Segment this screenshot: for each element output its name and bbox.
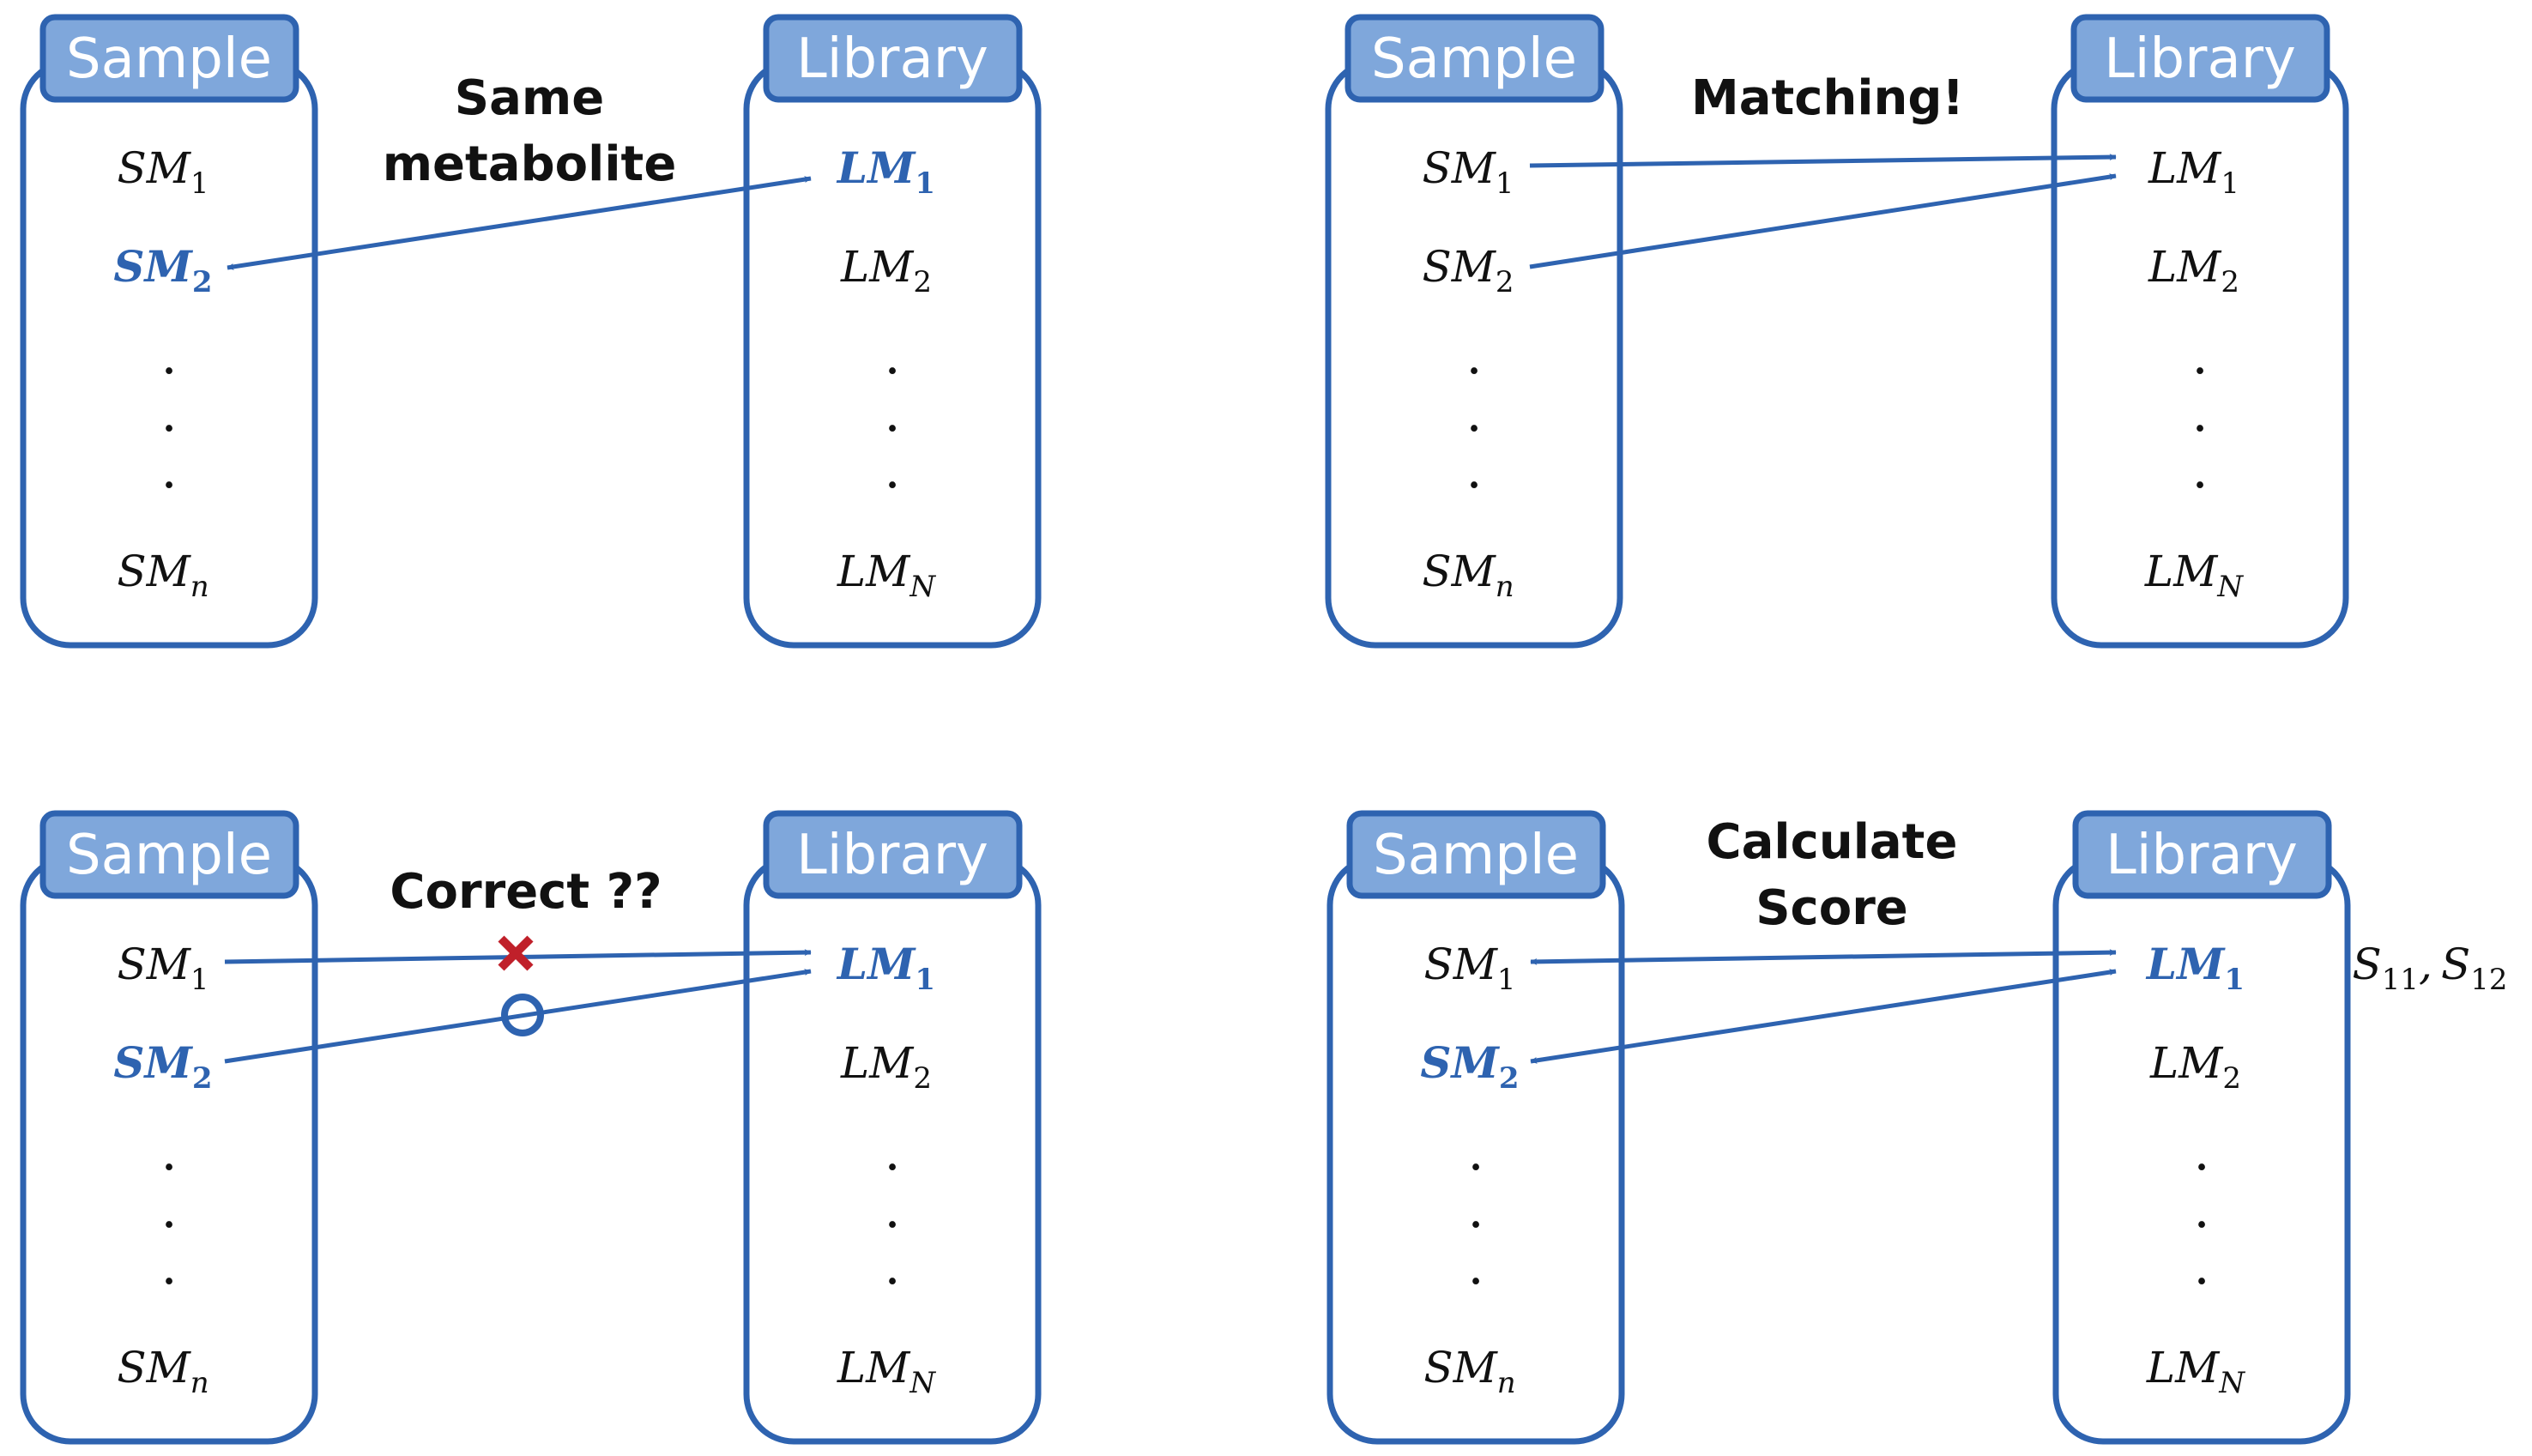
- library-item-1: LM1: [836, 939, 935, 997]
- sample-item-2: SM2: [1422, 242, 1514, 299]
- sample-tab: [1346, 810, 1606, 899]
- library-tab: [763, 810, 1023, 899]
- panel-top-right: Sample Library SM1 SM2 . . . SMn LM1 LM2…: [1325, 14, 2349, 649]
- library-item-N: LMN: [2146, 1343, 2245, 1400]
- arrow-sm2-lm1: [224, 969, 812, 1064]
- sample-item-n: SMn: [1422, 547, 1514, 604]
- sample-tab-label: Sample: [66, 27, 272, 91]
- library-tab-label: Library: [2106, 824, 2298, 887]
- sample-ellipsis: .: [1467, 1180, 1484, 1240]
- library-tab-label: Library: [796, 27, 988, 91]
- panel-caption: Correct ??: [390, 864, 662, 920]
- library-item-1: LM1: [836, 142, 935, 201]
- library-ellipsis: .: [884, 440, 900, 500]
- library-tab: [2070, 14, 2330, 103]
- sample-ellipsis: .: [1465, 440, 1482, 500]
- sample-tab-label: Sample: [1371, 27, 1577, 91]
- sample-tab: [39, 810, 299, 899]
- sample-ellipsis: .: [160, 1122, 177, 1182]
- sample-tab-label: Sample: [1373, 824, 1579, 887]
- sample-tab: [39, 14, 299, 103]
- sample-item-1: SM1: [1422, 143, 1514, 201]
- library-tab-label: Library: [2104, 27, 2296, 91]
- library-ellipsis: .: [2193, 1180, 2209, 1240]
- panel-bottom-left: Sample Library SM1 SM2 . . . SMn LM1 LM2…: [20, 810, 1042, 1445]
- sample-item-1: SM1: [117, 143, 208, 201]
- sample-item-n: SMn: [117, 1343, 208, 1400]
- panel-bottom-right: Sample Library SM1 SM2 . . . SMn LM1 LM2…: [1326, 810, 2508, 1445]
- sample-ellipsis: .: [160, 1236, 177, 1296]
- library-ellipsis: .: [884, 326, 900, 386]
- library-item-N: LMN: [837, 1343, 936, 1400]
- panel-caption: Same: [455, 70, 604, 126]
- panel-caption: metabolite: [383, 136, 677, 192]
- sample-item-2: SM2: [113, 241, 212, 299]
- library-item-2: LM2: [840, 242, 932, 299]
- double-arrow-sm1-lm1: [1530, 949, 2117, 965]
- sample-item-2: SM2: [113, 1037, 212, 1096]
- library-ellipsis: .: [884, 384, 900, 444]
- panel-top-left: Sample Library SM1 SM2 . . . SMn LM1 LM2…: [20, 14, 1042, 649]
- sample-tab-label: Sample: [66, 824, 272, 887]
- library-ellipsis: .: [2193, 1236, 2209, 1296]
- library-ellipsis: .: [2191, 326, 2208, 386]
- sample-item-1: SM1: [1423, 939, 1515, 997]
- double-arrow-sm2-lm1: [1530, 969, 2117, 1064]
- score-label: S11,S12: [2353, 939, 2508, 997]
- circle-icon: [501, 994, 544, 1036]
- sample-tab: [1345, 14, 1604, 103]
- sample-ellipsis: .: [1465, 326, 1482, 386]
- library-item-1: LM1: [2148, 143, 2239, 201]
- sample-ellipsis: .: [1467, 1236, 1484, 1296]
- library-ellipsis: .: [884, 1180, 900, 1240]
- double-arrow-sm2-lm1: [227, 176, 812, 270]
- library-ellipsis: .: [884, 1122, 900, 1182]
- sample-ellipsis: .: [160, 440, 177, 500]
- panel-caption: Calculate: [1707, 814, 1958, 870]
- sample-item-1: SM1: [117, 939, 208, 997]
- library-item-N: LMN: [2144, 547, 2244, 604]
- library-ellipsis: .: [2193, 1122, 2209, 1182]
- panel-caption: Score: [1755, 880, 1908, 936]
- library-item-2: LM2: [840, 1038, 932, 1096]
- library-item-1: LM1: [2145, 939, 2245, 997]
- library-ellipsis: .: [2191, 440, 2208, 500]
- library-item-2: LM2: [2149, 1038, 2241, 1096]
- arrow-sm2-lm1: [1529, 173, 2117, 269]
- library-item-2: LM2: [2148, 242, 2239, 299]
- library-ellipsis: .: [884, 1236, 900, 1296]
- library-tab: [763, 14, 1023, 103]
- sample-ellipsis: .: [160, 384, 177, 444]
- panel-caption: Matching!: [1691, 70, 1964, 126]
- sample-ellipsis: .: [160, 326, 177, 386]
- library-tab: [2072, 810, 2332, 899]
- library-tab-label: Library: [796, 824, 988, 887]
- cross-icon: [498, 935, 534, 971]
- sample-item-2: SM2: [1420, 1037, 1519, 1096]
- sample-ellipsis: .: [1467, 1122, 1484, 1182]
- sample-ellipsis: .: [1465, 384, 1482, 444]
- sample-ellipsis: .: [160, 1180, 177, 1240]
- arrow-sm1-lm1: [1529, 154, 2117, 168]
- sample-item-n: SMn: [117, 547, 208, 604]
- library-item-N: LMN: [837, 547, 936, 604]
- library-ellipsis: .: [2191, 384, 2208, 444]
- sample-item-n: SMn: [1423, 1343, 1515, 1400]
